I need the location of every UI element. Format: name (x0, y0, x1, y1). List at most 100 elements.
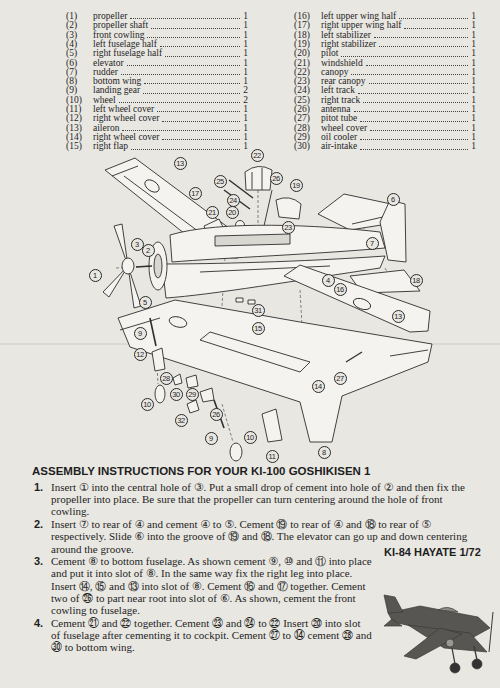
part-name: canopy (321, 68, 348, 77)
assembly-step: 1.Insert ① into the central hole of ③. P… (34, 481, 478, 518)
callout-number: 24 (227, 194, 240, 207)
callout-number: 10 (141, 398, 154, 411)
dot-leader (160, 45, 240, 47)
dot-leader (162, 138, 240, 140)
dot-leader (354, 110, 469, 112)
dot-leader (366, 64, 469, 66)
wheel-cover (200, 388, 214, 402)
callout-number: 20 (226, 206, 239, 219)
callout-number: 14 (312, 380, 325, 393)
part-number: (21) (294, 59, 321, 68)
propeller-shaft (136, 266, 152, 267)
dot-leader (360, 138, 468, 140)
photo-gear (452, 648, 455, 664)
parts-list-row: (22)canopy1 (294, 68, 476, 77)
part-name: rear canopy (321, 77, 366, 86)
part-name: wheel (93, 96, 116, 105)
dot-leader (369, 82, 469, 84)
step-number: 3. (34, 555, 51, 567)
canopy (245, 166, 272, 190)
parts-list-row: (27)pitot tube1 (294, 114, 476, 123)
callout-number: 26 (270, 172, 283, 185)
part-number: (5) (66, 49, 93, 58)
step-text: Cement ㉑ and ㉒ together. Cement ㉓ and ㉔ … (51, 617, 372, 654)
rudder (380, 200, 406, 262)
step-text: Insert ① into the central hole of ③. Put… (51, 481, 478, 518)
dot-leader (122, 129, 240, 131)
assembly-step: 4.Cement ㉑ and ㉒ together. Cement ㉓ and … (34, 617, 372, 654)
parts-list-row: (14)right wheel cover1 (66, 133, 248, 142)
parts-list-row: (23)rear canopy1 (294, 77, 476, 86)
callout-number: 19 (290, 179, 303, 192)
callout-number: 11 (266, 450, 279, 463)
callout-number: 21 (206, 206, 219, 219)
part-quantity: 1 (471, 133, 476, 142)
parts-list-row: (16)left upper wing half1 (294, 12, 476, 21)
cowling-opening (154, 254, 162, 278)
callout-number: 23 (282, 221, 295, 234)
photo-gear (474, 646, 477, 660)
part-quantity: 1 (471, 40, 476, 49)
part-name: right wheel cover (93, 114, 159, 123)
photo-stabilizer (384, 619, 402, 626)
part-number: (30) (294, 142, 321, 151)
part-quantity: 1 (243, 77, 248, 86)
part-number: (11) (66, 105, 93, 114)
parts-list-row: (9)landing gear2 (66, 86, 248, 95)
callout-number: 7 (366, 237, 379, 250)
dot-leader (351, 73, 468, 75)
part-name: right wheel cover (93, 133, 159, 142)
callout-number: 28 (160, 372, 173, 385)
dot-leader (127, 64, 241, 66)
part-quantity: 1 (243, 124, 248, 133)
callout-number: 16 (334, 283, 347, 296)
parts-list-row: (28)wheel cover1 (294, 124, 476, 133)
parts-list-row: (8)bottom wing1 (66, 77, 248, 86)
callout-number: 4 (322, 274, 335, 287)
landing-gear (150, 318, 156, 346)
callout-number: 31 (252, 304, 265, 317)
part-quantity: 1 (243, 114, 248, 123)
parts-list-row: (30)air-intake 1 (294, 142, 476, 151)
photo-canopy (438, 607, 458, 612)
parts-list-row: (18)left stabilizer1 (294, 31, 476, 40)
parts-list-row: (1)propeller1 (66, 12, 248, 21)
step-number: 4. (34, 617, 51, 629)
callout-number: 13 (174, 157, 187, 170)
part-quantity: 1 (471, 12, 476, 21)
dot-leader (144, 82, 240, 84)
part-number: (12) (66, 114, 93, 123)
dot-leader (358, 92, 468, 94)
step-text: Cement ⑧ to bottom fuselage. As shown ce… (51, 555, 372, 616)
dot-leader (363, 101, 468, 103)
part-number: (8) (66, 77, 93, 86)
step-number: 1. (34, 481, 51, 493)
parts-list-row: (4)left fuselage half1 (66, 40, 248, 49)
part-name: left fuselage half (93, 40, 157, 49)
small-part (248, 300, 255, 304)
callout-number: 29 (186, 388, 199, 401)
part-number: (7) (66, 68, 93, 77)
spinner (122, 258, 134, 274)
part-number: (18) (294, 31, 321, 40)
callout-number: 1 (89, 269, 102, 282)
air-intake (173, 374, 182, 385)
part-quantity: 1 (471, 59, 476, 68)
fuselage-half (170, 225, 385, 262)
part-number: (27) (294, 114, 321, 123)
dot-leader (360, 148, 468, 150)
part-name: left stabilizer (321, 31, 371, 40)
part-quantity: 1 (471, 124, 476, 133)
part-name: air-intake (321, 142, 357, 151)
part-quantity: 1 (471, 142, 476, 151)
part-name: right fuselage half (93, 49, 162, 58)
parts-list-row: (2)propeller shaft1 (66, 21, 248, 30)
part-number: (22) (294, 68, 321, 77)
roundel (352, 296, 372, 312)
callout-number: 18 (410, 274, 423, 287)
part-number: (3) (66, 31, 93, 40)
dot-leader (374, 36, 468, 38)
part-name: rudder (93, 68, 118, 77)
part-name: aileron (93, 124, 119, 133)
